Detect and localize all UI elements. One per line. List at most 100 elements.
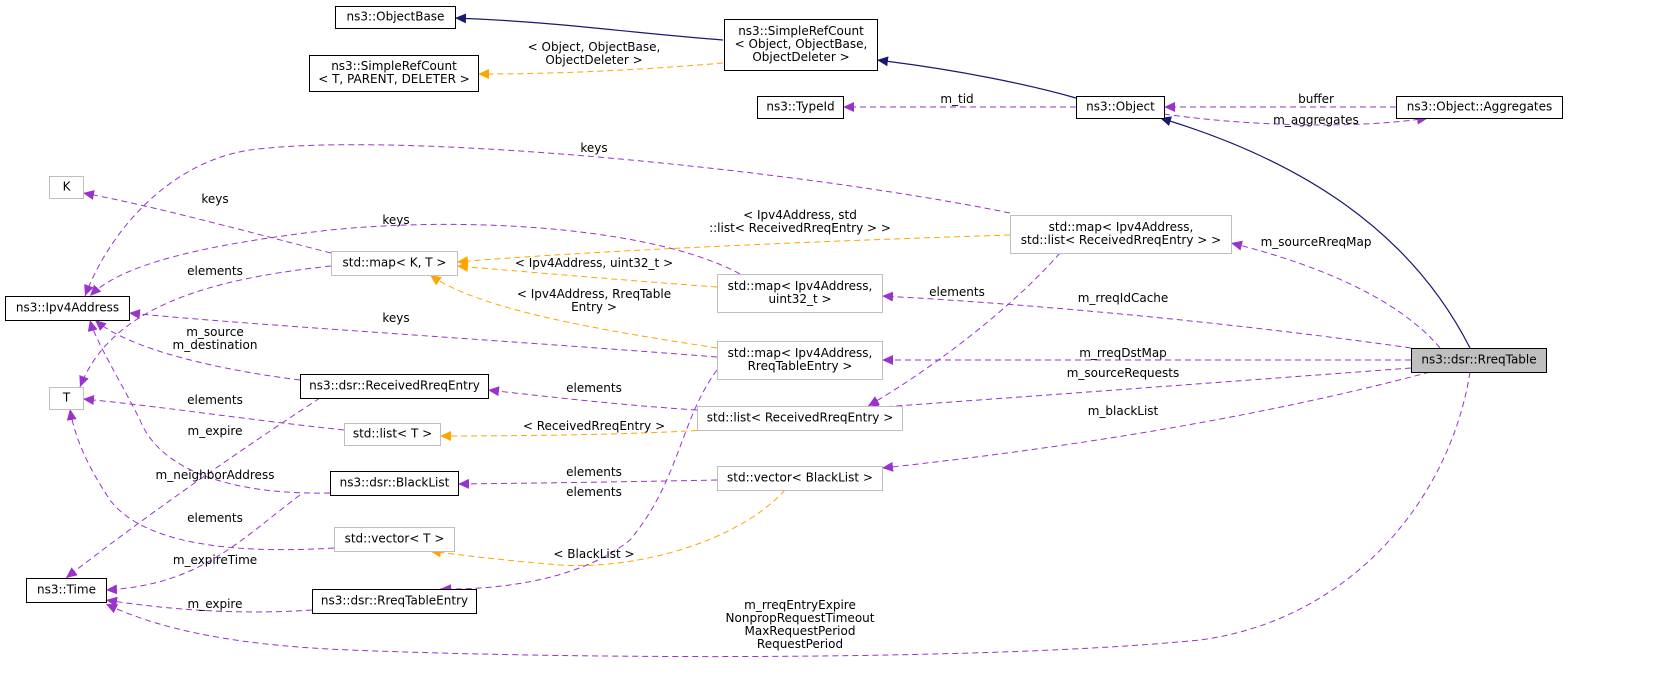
inherit-edge [454,13,724,41]
node-box [697,406,903,431]
edge-label-keys-k: keys [201,192,228,206]
node-label: std::list< ReceivedRreqEntry > [707,411,894,425]
node-object[interactable]: ns3::Object [1076,96,1165,119]
node-rreqtable[interactable]: ns3::dsr::RreqTable [1411,348,1547,373]
edge-label-tpl-rreqentry: < Ipv4Address, RreqTableEntry > [517,287,671,314]
node-box [717,274,883,313]
edge-label-text: elements [566,485,622,499]
node-label: K [63,180,72,194]
node-vector-blacklist[interactable]: std::vector< BlackList > [717,466,883,491]
node-box [717,341,883,380]
usage-edge [487,386,698,411]
template-edge [439,429,708,441]
node-box [312,589,477,614]
edge-label-elements-vectort: elements [187,511,243,525]
node-objectbase[interactable]: ns3::ObjectBase [335,6,456,29]
edge-label-text: keys [201,192,228,206]
node-time[interactable]: ns3::Time [26,578,107,603]
edge-labels-layer: < Object, ObjectBase, ObjectDeleter > m_ti… [156,40,1372,651]
edge-label-m-blackList: m_blackList [1088,404,1159,418]
edge-label-text: m_destination [173,338,258,352]
usage-edge [66,408,335,551]
node-vector-t[interactable]: std::vector< T > [334,527,455,552]
node-box [1411,348,1547,373]
node-label: std::vector< T > [345,532,445,546]
edge-label-text: m_source [186,325,244,339]
usage-edge [94,319,301,381]
edge-label-text: RequestPeriod [757,637,843,651]
node-label: ns3::dsr::ReceivedRreqEntry [309,379,480,393]
node-map-uint32[interactable]: std::map< Ipv4Address,uint32_t > [717,274,883,313]
node-box [717,466,883,491]
edge-label-text: elements [187,393,243,407]
edge-label-text: ObjectDeleter > [545,53,642,67]
node-label: std::list< T > [353,427,432,441]
edge-label-text: keys [382,213,409,227]
edge-label-elements-blacklist: elements [566,465,622,479]
node-map-rreqentry[interactable]: std::map< Ipv4Address,RreqTableEntry > [717,341,883,380]
edge-label-text: m_rreqDstMap [1079,346,1167,360]
node-label: ns3::Object [1086,100,1155,114]
node-label: std::list< ReceivedRreqEntry > > [1021,233,1221,247]
edge-label-elements-mapkt: elements [187,264,243,278]
edge-label-buffer: buffer [1298,92,1334,106]
edge-label-m-expire-received: m_expire [188,424,243,438]
usage-edge [457,478,718,489]
usage-edge [82,395,345,431]
node-label: std::vector< BlackList > [727,471,873,485]
node-label: < Object, ObjectBase, [735,37,868,51]
usage-edge [881,291,1412,349]
edge-label-text: m_neighborAddress [156,468,275,482]
usage-edge [867,367,1412,413]
edge-label-elements-rreqentry: elements [566,485,622,499]
node-k[interactable]: K [49,176,84,199]
node-label: < T, PARENT, DELETER > [318,72,470,86]
node-receivedrreqentry[interactable]: ns3::dsr::ReceivedRreqEntry [300,374,489,399]
template-edge [456,234,1011,267]
edge-label-text: elements [187,511,243,525]
node-label: ns3::Time [37,583,96,597]
edges-layer [65,13,1471,658]
usage-edge [128,309,718,358]
node-t[interactable]: T [49,387,84,410]
node-label: ns3::dsr::BlackList [340,476,450,490]
node-blacklist[interactable]: ns3::dsr::BlackList [330,471,459,496]
edge-label-elements-srcreq: elements [929,285,985,299]
node-box [1396,96,1563,119]
node-ipv4address[interactable]: ns3::Ipv4Address [5,296,130,321]
node-box [300,374,489,399]
node-simplerefcount[interactable]: ns3::SimpleRefCount< Object, ObjectBase,… [724,19,878,71]
node-label: ns3::Ipv4Address [16,301,119,315]
node-label: std::map< Ipv4Address, [728,279,873,293]
node-list-received[interactable]: std::list< ReceivedRreqEntry > [697,406,903,431]
node-label: uint32_t > [768,292,831,306]
node-simplerefcount-tpl[interactable]: ns3::SimpleRefCount< T, PARENT, DELETER … [309,55,479,92]
node-label: std::map< Ipv4Address, [1049,220,1194,234]
edge-label-text: m_expireTime [173,553,257,567]
edge-label-text: m_tid [940,92,973,106]
node-list-t[interactable]: std::list< T > [344,423,441,446]
node-label: ns3::TypeId [766,100,834,114]
node-rreqtableentry[interactable]: ns3::dsr::RreqTableEntry [312,589,477,614]
usage-edge [84,144,1011,297]
node-box [330,471,459,496]
node-map-kt[interactable]: std::map< K, T > [331,251,458,276]
edge-label-text: keys [580,141,607,155]
edge-label-text: < ReceivedRreqEntry > [523,419,665,433]
edge-label-text: m_expire [188,424,243,438]
node-label: ns3::SimpleRefCount [331,59,457,73]
node-aggregates[interactable]: ns3::Object::Aggregates [1396,96,1563,119]
node-box [1076,96,1165,119]
edge-label-text: m_sourceRreqMap [1261,235,1372,249]
node-map-srcreq[interactable]: std::map< Ipv4Address,std::list< Receive… [1010,215,1232,254]
usage-edge [65,397,321,579]
edge-label-m-expireTime: m_expireTime [173,553,257,567]
node-typeid[interactable]: ns3::TypeId [757,96,844,119]
edge-label-tpl-uint32: < Ipv4Address, uint32_t > [515,256,673,270]
edge-label-m-neighborAddress: m_neighborAddress [156,468,275,482]
edge-label-tpl-srcreq: < Ipv4Address, std::list< ReceivedRreqEn… [709,208,891,235]
edge-label-text: MaxRequestPeriod [745,624,856,638]
node-label: std::map< K, T > [343,256,447,270]
